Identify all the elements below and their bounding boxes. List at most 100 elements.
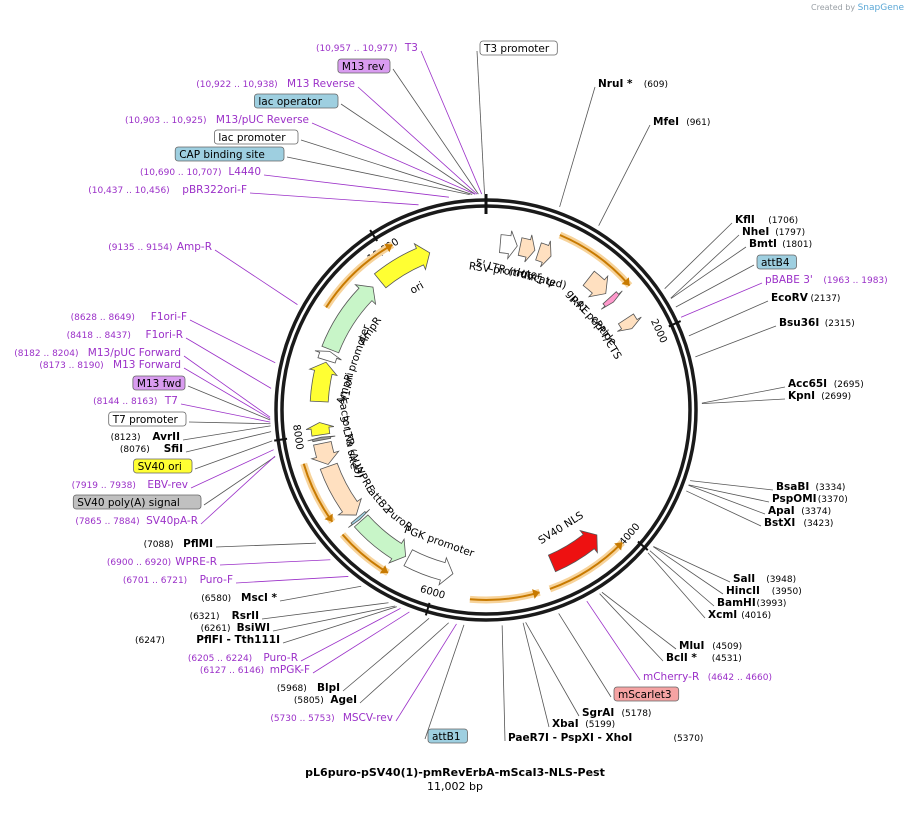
label-m13-forward[interactable]: M13 Forward(8173 .. 8190)	[39, 359, 181, 371]
feature-pgk-promoter[interactable]	[403, 549, 454, 586]
label-text-puro-r: Puro-R	[263, 652, 298, 664]
feature-ori[interactable]	[373, 242, 431, 289]
label-sali[interactable]: SalI(3948)	[733, 573, 796, 585]
label-puro-r[interactable]: Puro-R(6205 .. 6224)	[188, 652, 298, 664]
label-m13-puc-reverse[interactable]: M13/pUC Reverse(10,903 .. 10,925)	[125, 114, 309, 126]
label-m13-fwd[interactable]: M13 fwd	[132, 375, 186, 391]
label-t7-promoter[interactable]: T7 promoter	[108, 411, 187, 427]
label-puro-f[interactable]: Puro-F(6701 .. 6721)	[123, 574, 233, 586]
label-msci[interactable]: MscI *(6580)	[201, 592, 277, 604]
feature-wpre[interactable]	[319, 462, 362, 516]
label-sgrai[interactable]: SgrAI(5178)	[582, 707, 651, 719]
feature-ampr-promoter[interactable]	[314, 350, 342, 364]
label-bstxi[interactable]: BstXI(3423)	[764, 517, 833, 529]
label-m13-reverse[interactable]: M13 Reverse(10,922 .. 10,938)	[196, 78, 355, 90]
label-amp-r[interactable]: Amp-R(9135 .. 9154)	[108, 241, 212, 253]
leader-kfli	[664, 222, 733, 289]
label-bcli[interactable]: BclI *(4531)	[666, 652, 742, 664]
feature-rsv-promoter[interactable]	[499, 230, 518, 261]
leader-mlui	[601, 591, 677, 650]
label-m13-rev[interactable]: M13 rev	[337, 58, 391, 74]
label-bmti[interactable]: BmtI(1801)	[749, 238, 812, 250]
label-box-sv40-ori	[133, 458, 193, 474]
label-sv40pa-r[interactable]: SV40pA-R(7865 .. 7884)	[75, 515, 198, 527]
label-wpre-r[interactable]: WPRE-R(6900 .. 6920)	[107, 556, 217, 568]
label-mpgk-f[interactable]: mPGK-F(6127 .. 6146)	[200, 664, 310, 676]
feature-factor-xa[interactable]	[307, 435, 336, 443]
label-pbabe3[interactable]: pBABE 3'(1963 .. 1983)	[765, 274, 888, 286]
label-acc65i[interactable]: Acc65I(2695)	[788, 378, 864, 390]
label-apai[interactable]: ApaI(3374)	[768, 505, 831, 517]
feature-ltr3[interactable]	[310, 441, 340, 465]
label-box-t3-promoter	[479, 40, 558, 56]
label-cap-binding-site[interactable]: CAP binding site	[174, 146, 285, 162]
feature-cppt[interactable]	[617, 313, 642, 332]
label-mfei[interactable]: MfeI(961)	[653, 116, 710, 128]
label-pbr322ori-f[interactable]: pBR322ori-F(10,437 .. 10,456)	[88, 184, 247, 196]
feature-gp41[interactable]	[600, 290, 623, 310]
label-avrii[interactable]: AvrII(8123)	[111, 431, 180, 443]
label-m13-puc-forward[interactable]: M13/pUC Forward(8182 .. 8204)	[14, 347, 181, 359]
label-rsrii[interactable]: RsrII(6321)	[190, 610, 259, 622]
feature-rre[interactable]	[582, 270, 609, 298]
label-attb4[interactable]: attB4	[756, 254, 797, 270]
feature-hiv-psi[interactable]	[535, 240, 552, 268]
label-kfli[interactable]: KflI(1706)	[735, 214, 798, 226]
label-hincii[interactable]: HincII(3950)	[726, 585, 802, 597]
feature-puror[interactable]	[353, 514, 407, 564]
leader-attb1	[424, 624, 465, 740]
leader-xcmi	[647, 552, 706, 619]
label-pflfi[interactable]: PflFI - Tth111I(6247)	[135, 634, 280, 646]
label-range-xbai: (5199)	[585, 720, 615, 730]
label-xcmi[interactable]: XcmI(4016)	[708, 609, 771, 621]
label-xbai[interactable]: XbaI(5199)	[552, 718, 615, 730]
label-paer7i[interactable]: PaeR7I - PspXI - XhoI(5370)	[508, 732, 703, 744]
leader-puro-r	[300, 607, 401, 662]
label-t7[interactable]: T7(8144 .. 8163)	[93, 395, 178, 407]
label-ecorv[interactable]: EcoRV(2137)	[771, 292, 840, 304]
label-l4440[interactable]: L4440(10,690 .. 10,707)	[140, 166, 261, 178]
feature-ampr[interactable]	[321, 284, 377, 354]
label-bsiwi[interactable]: BsiWI(6261)	[201, 622, 270, 634]
label-pspomi[interactable]: PspOMI(3370)	[772, 493, 848, 505]
tick-label-8000: 8000	[290, 424, 305, 451]
feature-sv40-ori-feat[interactable]	[305, 422, 335, 437]
label-sfii[interactable]: SfiI(8076)	[120, 443, 183, 455]
label-text-paer7i: PaeR7I - PspXI - XhoI	[508, 732, 632, 744]
feature-attb2[interactable]	[348, 509, 370, 528]
label-t3-promoter[interactable]: T3 promoter	[479, 40, 558, 56]
label-lac-promoter[interactable]: lac promoter	[213, 129, 299, 145]
label-t3[interactable]: T3(10,957 .. 10,977)	[316, 42, 418, 54]
label-f1ori-r[interactable]: F1ori-R(8418 .. 8437)	[67, 329, 183, 341]
label-nhei[interactable]: NheI(1797)	[742, 226, 805, 238]
label-attb1[interactable]: attB1	[427, 728, 468, 744]
label-nrui[interactable]: NruI *(609)	[598, 78, 668, 90]
label-agei[interactable]: AgeI(5805)	[294, 694, 357, 706]
leader-nrui	[559, 86, 596, 208]
label-ebv-rev[interactable]: EBV-rev(7919 .. 7938)	[72, 479, 188, 491]
label-f1ori-f[interactable]: F1ori-F(8628 .. 8649)	[71, 311, 187, 323]
label-text-nhei: NheI	[742, 226, 769, 238]
label-kpni[interactable]: KpnI(2699)	[788, 390, 851, 402]
label-mscv-rev[interactable]: MSCV-rev(5730 .. 5753)	[270, 712, 393, 724]
label-lac-operator[interactable]: lac operator	[253, 93, 339, 109]
label-range-bcli: (4531)	[712, 654, 742, 664]
label-text-blpi: BlpI	[317, 682, 340, 694]
label-text-m13-forward: M13 Forward	[113, 359, 181, 371]
feature-f1-ori[interactable]	[308, 361, 339, 403]
label-range-t3: (10,957 .. 10,977)	[316, 44, 397, 54]
label-bsabi[interactable]: BsaBI(3334)	[776, 481, 845, 493]
label-bamhi[interactable]: BamHI(3993)	[717, 597, 786, 609]
feature-ltr5[interactable]	[517, 234, 536, 263]
label-pflmi[interactable]: PflMI(7088)	[144, 538, 213, 550]
leader-avrii	[182, 425, 271, 441]
label-mlui[interactable]: MluI(4509)	[679, 640, 742, 652]
label-sv40-ori[interactable]: SV40 ori	[133, 458, 193, 474]
label-sv40-polya[interactable]: SV40 poly(A) signal	[72, 494, 202, 510]
label-bsu36i[interactable]: Bsu36I(2315)	[779, 317, 855, 329]
label-blpi[interactable]: BlpI(5968)	[277, 682, 340, 694]
feature-sv40-nls[interactable]	[547, 529, 598, 573]
label-mscarlet3[interactable]: mScarlet3	[613, 686, 680, 702]
leader-pspomi	[688, 484, 770, 503]
label-mcherry-r[interactable]: mCherry-R(4642 .. 4660)	[643, 671, 772, 683]
